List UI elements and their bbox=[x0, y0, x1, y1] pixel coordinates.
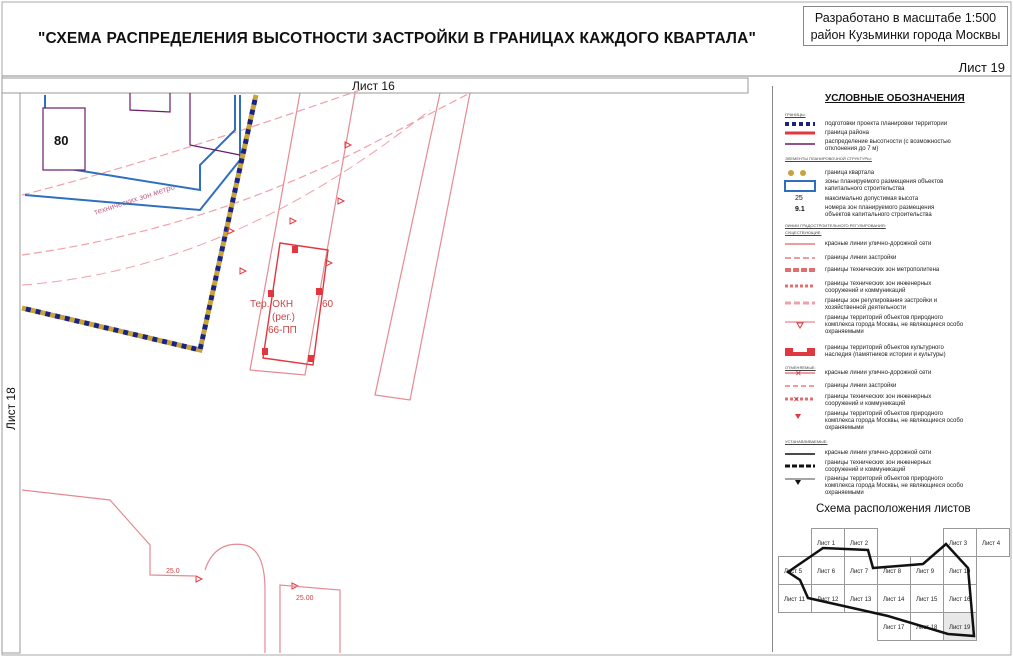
legend-section-regulation: ЛИНИИ ГРАДОСТРОИТЕЛЬНОГО РЕГУЛИРОВАНИЯ: bbox=[785, 223, 886, 228]
legend-item: границы территорий объектов природного к… bbox=[825, 476, 964, 496]
legend-title: УСЛОВНЫЕ ОБОЗНАЧЕНИЯ bbox=[825, 93, 965, 104]
legend-item: номера зон планируемого размещения объек… bbox=[825, 205, 935, 218]
sheet-scheme-title: Схема расположения листов bbox=[816, 503, 971, 515]
legend-item: границы территорий объектов природного к… bbox=[825, 315, 964, 335]
legend-height-sample: 25 bbox=[795, 195, 803, 202]
legend-item: зоны планируемого размещения объектов ка… bbox=[825, 179, 944, 192]
building-outline bbox=[129, 93, 171, 113]
sheet-cell-label: Лист 16 bbox=[949, 597, 971, 603]
district-text: район Кузьминки города Москвы bbox=[810, 28, 1001, 42]
sheet-cell-label: Лист 4 bbox=[982, 541, 1001, 547]
legend-section-existing: СУЩЕСТВУЮЩИЕ: bbox=[785, 230, 822, 235]
legend-item: максимально допустимая высота bbox=[825, 196, 919, 202]
technical-zone-label: технических зон метро bbox=[93, 182, 177, 217]
zone-number-label: 80 bbox=[54, 133, 68, 148]
heritage-label-3: 66-ПП bbox=[268, 325, 297, 336]
project-boundary bbox=[21, 94, 259, 354]
legend-symbols: ✕ ✕ bbox=[784, 122, 816, 485]
technical-zone-line-1 bbox=[21, 89, 361, 196]
red-line-bottom-2 bbox=[204, 543, 266, 653]
red-line-bottom bbox=[21, 489, 196, 577]
sheet-cell bbox=[943, 556, 977, 585]
sheet-cell bbox=[811, 556, 845, 585]
sheet-cell-label: Лист 13 bbox=[850, 597, 872, 603]
legend-item: границы территорий объектов природного к… bbox=[825, 411, 964, 431]
sheet-cell-label: Лист 10 bbox=[949, 569, 971, 575]
red-line-street bbox=[249, 92, 356, 376]
sheet-cell-label: Лист 11 bbox=[784, 597, 806, 603]
legend-item: распределение высотности (с возможностью… bbox=[825, 139, 951, 152]
sheet-number: Лист 19 bbox=[958, 60, 1005, 75]
legend-item: границы технических зон инженерных соору… bbox=[825, 394, 932, 407]
legend-section-established: УСТАНАВЛИВАЕМЫЕ: bbox=[785, 439, 828, 444]
left-neighbor-strip bbox=[1, 92, 21, 654]
dimension-2: 25.00 bbox=[296, 595, 314, 602]
legend: УСЛОВНЫЕ ОБОЗНАЧЕНИЯ ✕ ✕ ГРАНИЦЫ: ЭЛЕМЕН… bbox=[772, 86, 1009, 652]
top-neighbor-strip bbox=[1, 77, 749, 94]
legend-item: красные линии улично-дорожной сети bbox=[825, 370, 932, 376]
heritage-territory bbox=[262, 242, 329, 366]
heritage-label-1: Тер. ОКН bbox=[250, 299, 293, 310]
legend-item: границы технических зон метрополитена bbox=[825, 267, 940, 273]
legend-item: граница района bbox=[825, 130, 869, 136]
natural-complex-markers bbox=[195, 141, 353, 590]
legend-item: границы территорий объектов культурного … bbox=[825, 345, 946, 358]
technical-zone-line-2 bbox=[21, 92, 471, 256]
legend-item: подготовки проекта планировки территории bbox=[825, 121, 948, 127]
sheet-cell-label: Лист 19 bbox=[949, 625, 971, 631]
zone-80-box bbox=[42, 107, 86, 171]
legend-item: красные линии улично-дорожной сети bbox=[825, 241, 932, 247]
legend-section-cancelled: ОТМЕНЯЕМЫЕ: bbox=[785, 365, 816, 370]
sheet-cell bbox=[910, 584, 944, 613]
legend-item: граница квартала bbox=[825, 170, 875, 176]
legend-item: границы линии застройки bbox=[825, 383, 897, 389]
dimension-1: 25.0 bbox=[166, 568, 180, 575]
sheet-cell-label: Лист 17 bbox=[883, 625, 905, 631]
legend-zone-sample: 9.1 bbox=[795, 206, 805, 213]
left-neighbor-label: Лист 18 bbox=[4, 387, 18, 430]
heritage-label-2: (рег.) bbox=[272, 312, 295, 323]
sheet-cell bbox=[976, 528, 1010, 557]
building-outline-2 bbox=[189, 93, 241, 156]
map-title: "СХЕМА РАСПРЕДЕЛЕНИЯ ВЫСОТНОСТИ ЗАСТРОЙК… bbox=[38, 30, 757, 47]
sheet-cell bbox=[778, 584, 812, 613]
svg-text:✕: ✕ bbox=[795, 369, 802, 378]
scale-text: Разработано в масштабе 1:500 bbox=[814, 11, 997, 25]
svg-text:✕: ✕ bbox=[793, 395, 800, 404]
sheet-cell-label: Лист 12 bbox=[817, 597, 839, 603]
red-line-bottom-3 bbox=[279, 584, 341, 653]
sheet-cell-label: Лист 7 bbox=[850, 569, 869, 575]
sheet-cell-label: Лист 1 bbox=[817, 541, 836, 547]
district-outline bbox=[785, 542, 976, 638]
legend-section-structure: ЭЛЕМЕНТЫ ПЛАНИРОВОЧНОЙ СТРУКТУРЫ: bbox=[785, 156, 872, 161]
sheet-cell bbox=[877, 612, 911, 641]
legend-section-borders: ГРАНИЦЫ: bbox=[785, 112, 806, 117]
sheet-cell bbox=[877, 584, 911, 613]
legend-item: границы технических зон инженерных соору… bbox=[825, 460, 932, 473]
sheet-cell-label: Лист 14 bbox=[883, 597, 905, 603]
sheet-scheme-grid: Лист 1 Лист 2 Лист 3 Лист 4 Лист 5 Лист 6 Лист… bbox=[778, 528, 1010, 641]
sheet-cell-label: Лист 5 bbox=[784, 569, 803, 575]
top-neighbor-label: Лист 16 bbox=[352, 79, 395, 93]
red-line-street-2 bbox=[374, 92, 471, 401]
planned-zone-boundary bbox=[24, 95, 241, 212]
scale-box: Разработано в масштабе 1:500 район Кузьм… bbox=[803, 6, 1008, 46]
sheet-cell-label: Лист 9 bbox=[916, 569, 935, 575]
sheet-cell-label: Лист 3 bbox=[949, 541, 968, 547]
legend-item: красные линии улично-дорожной сети bbox=[825, 450, 932, 456]
sheet-cell-label: Лист 8 bbox=[883, 569, 902, 575]
legend-item: границы зон регулирования застройки и хо… bbox=[825, 298, 938, 311]
sheet-cell-label: Лист 15 bbox=[916, 597, 938, 603]
sheet-cell bbox=[943, 528, 977, 557]
heritage-height: 60 bbox=[322, 299, 334, 310]
legend-item: границы линии застройки bbox=[825, 255, 897, 261]
sheet-cell-label: Лист 2 bbox=[850, 541, 869, 547]
legend-item: границы технических зон инженерных соору… bbox=[825, 281, 932, 294]
sheet-cell-label: Лист 6 bbox=[817, 569, 836, 575]
